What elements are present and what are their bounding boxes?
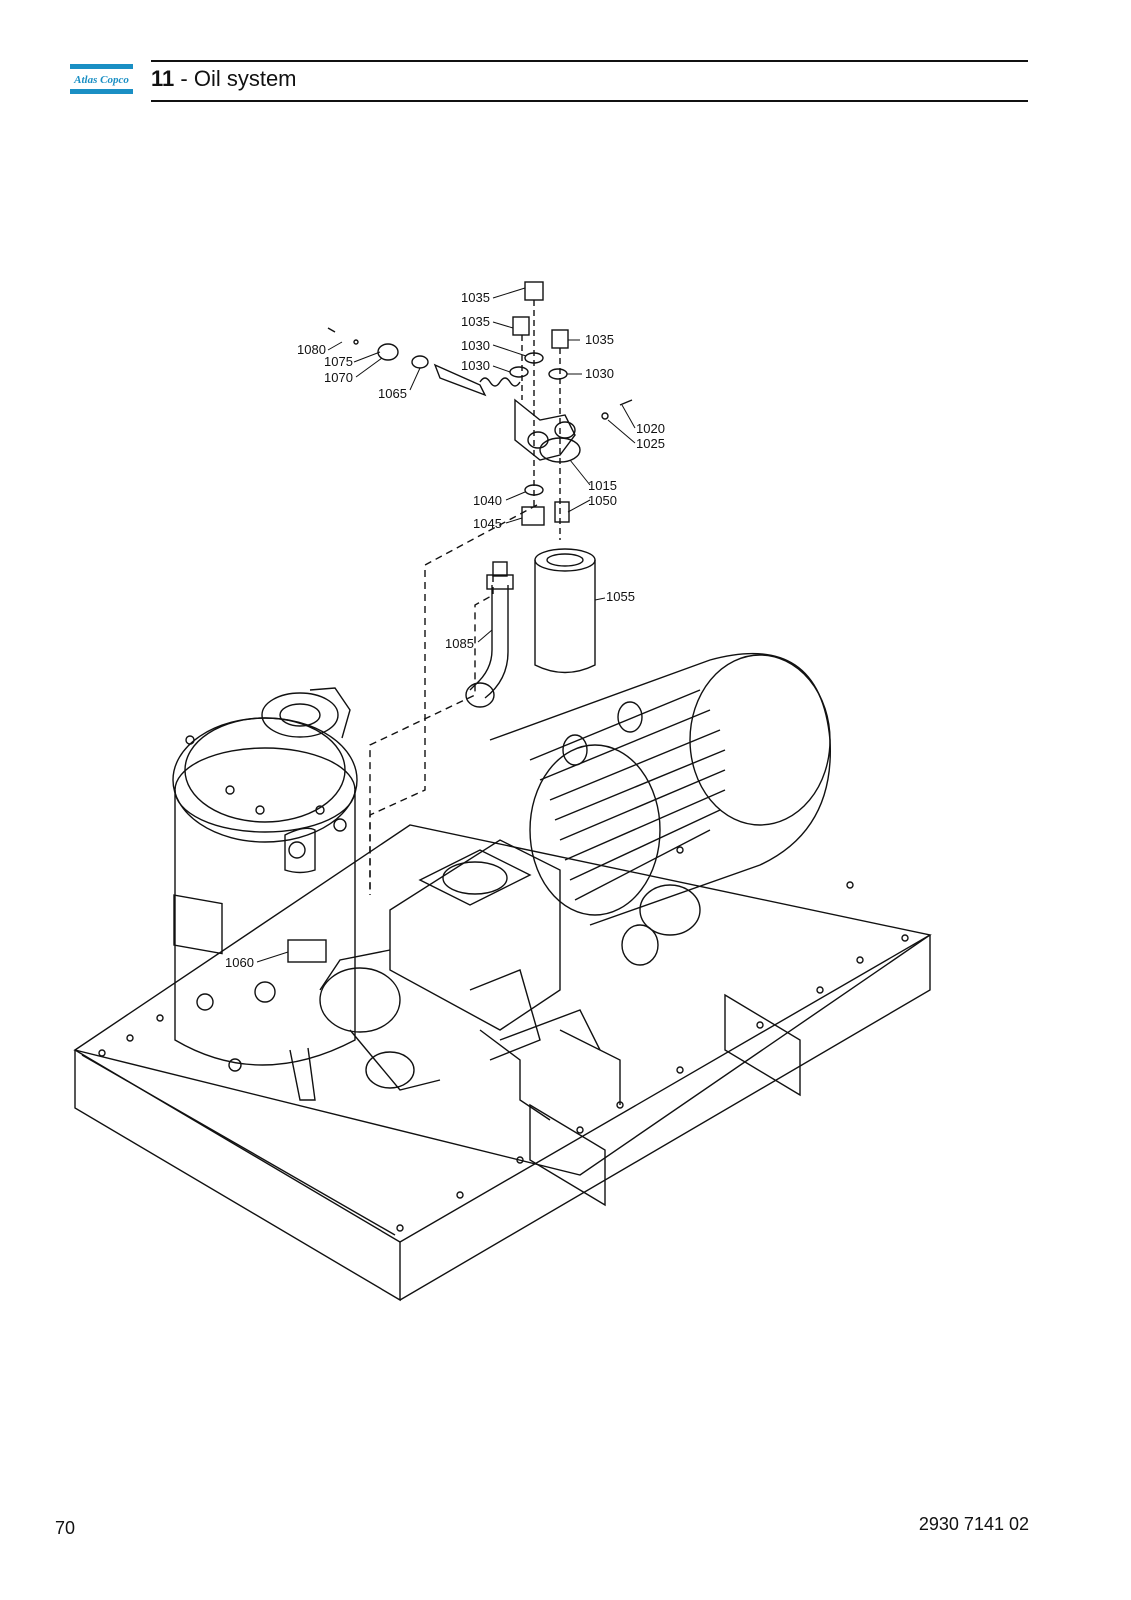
callout-1055: 1055 — [606, 589, 635, 604]
oil-system-exploded-drawing: 1035 1035 1035 1030 1030 1030 1080 1075 … — [73, 281, 932, 1302]
callout-1015: 1015 — [588, 478, 617, 493]
chapter-title: Oil system — [193, 66, 297, 91]
callout-1065: 1065 — [378, 386, 407, 401]
callout-1035-mid: 1035 — [461, 314, 490, 329]
callout-1070: 1070 — [324, 370, 353, 385]
callout-1035-right: 1035 — [585, 332, 614, 347]
electric-motor — [489, 652, 831, 966]
callout-1035-top: 1035 — [461, 290, 490, 305]
document-number: 2930 7141 02 — [918, 1514, 1029, 1534]
atlas-copco-logo: Atlas Copco — [70, 64, 133, 94]
callout-1040: 1040 — [473, 493, 502, 508]
dashed-hose-lines — [369, 504, 538, 895]
compressor-element — [319, 839, 621, 1121]
callout-1050: 1050 — [588, 493, 617, 508]
callout-1080: 1080 — [297, 342, 326, 357]
callout-1020: 1020 — [636, 421, 665, 436]
callout-labels: 1035 1035 1035 1030 1030 1030 1080 1075 … — [225, 290, 665, 970]
page-number: 70 — [55, 1518, 76, 1538]
callout-1060: 1060 — [225, 955, 254, 970]
title-separator: - — [174, 66, 194, 91]
callout-1085: 1085 — [445, 636, 474, 651]
callout-1045: 1045 — [473, 516, 502, 531]
header-rule-top — [151, 60, 1028, 62]
callout-1030-a: 1030 — [461, 338, 490, 353]
svg-text:Atlas Copco: Atlas Copco — [73, 74, 129, 86]
oil-separator-vessel — [172, 687, 358, 1101]
page-title: 11 - Oil system — [151, 66, 297, 92]
chapter-number: 11 — [151, 66, 175, 91]
leader-lines — [256, 287, 636, 963]
base-frame — [73, 824, 932, 1302]
callout-1075: 1075 — [324, 354, 353, 369]
callout-1030-right: 1030 — [585, 366, 614, 381]
header-rule-bottom — [151, 100, 1028, 102]
callout-1025: 1025 — [636, 436, 665, 451]
callout-1030-b: 1030 — [461, 358, 490, 373]
